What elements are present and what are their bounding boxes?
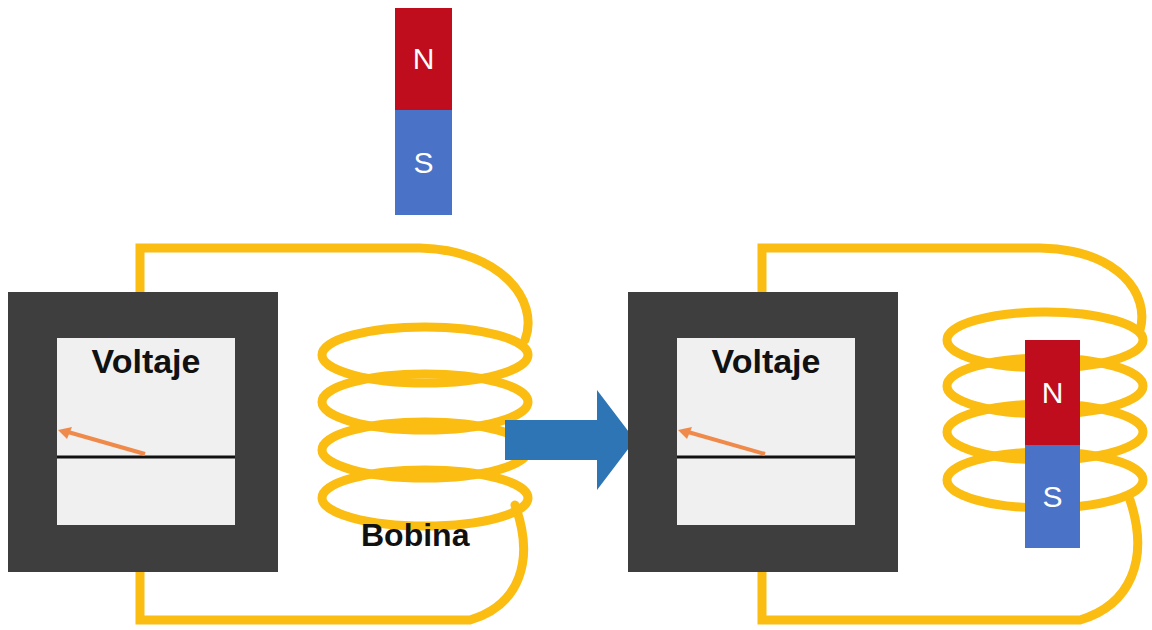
- pole-label: S: [1042, 480, 1062, 514]
- pole-label: S: [413, 146, 433, 180]
- magnet-north: N: [395, 8, 452, 110]
- voltmeter: Voltaje: [628, 292, 898, 572]
- magnet-north: N: [1025, 340, 1080, 445]
- coil-label: Bobina: [361, 517, 469, 554]
- pole-label: N: [413, 42, 435, 76]
- meter-label: Voltaje: [677, 342, 855, 381]
- coil: [322, 327, 528, 526]
- magnet-south: S: [395, 110, 452, 215]
- magnet-south: S: [1025, 445, 1080, 548]
- pole-label: N: [1042, 376, 1064, 410]
- voltmeter: Voltaje: [8, 292, 278, 572]
- meter-label: Voltaje: [57, 342, 235, 381]
- transition-arrow: [505, 390, 635, 490]
